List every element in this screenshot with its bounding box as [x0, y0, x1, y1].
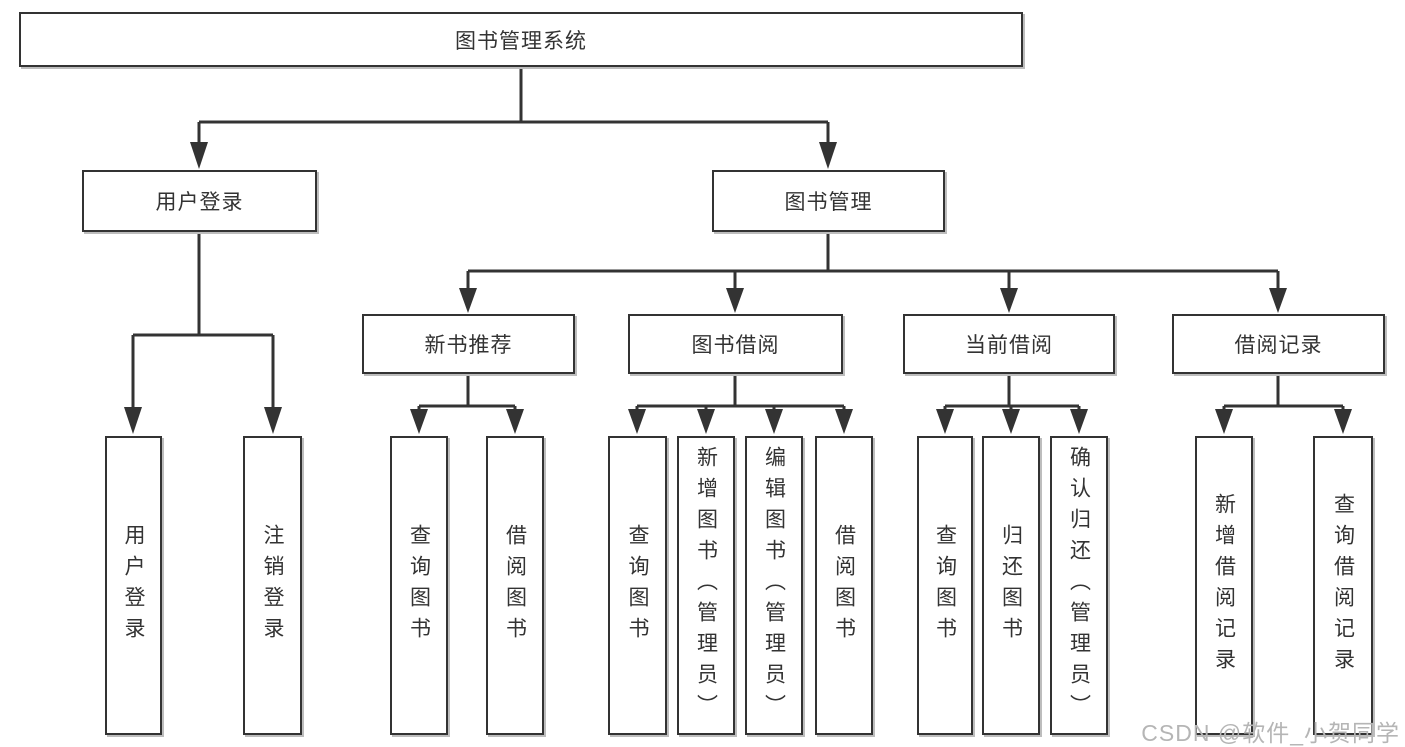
leaf-nbr-query-books: 查询图书 — [390, 436, 448, 735]
node-current-borrow: 当前借阅 — [903, 314, 1115, 374]
node-new-book-recommend: 新书推荐 — [362, 314, 575, 374]
node-book-borrow: 图书借阅 — [628, 314, 843, 374]
arrowheads-book-borrow — [628, 409, 853, 434]
node-book-management: 图书管理 — [712, 170, 945, 232]
leaf-cb-query-books: 查询图书 — [917, 436, 973, 735]
leaf-bb-query-books: 查询图书 — [608, 436, 667, 735]
arrowheads-level3 — [459, 288, 1287, 313]
csdn-watermark: CSDN @软件_小贺同学 — [1141, 720, 1400, 746]
leaf-bb-edit-books-admin: 编辑图书（管理员） — [745, 436, 803, 735]
arrowheads-borrow-records — [1215, 409, 1352, 434]
leaf-cb-return-books: 归还图书 — [982, 436, 1040, 735]
node-borrow-records: 借阅记录 — [1172, 314, 1385, 374]
leaf-bb-add-books-admin: 新增图书（管理员） — [677, 436, 735, 735]
leaf-logout: 注销登录 — [243, 436, 302, 735]
node-user-login: 用户登录 — [82, 170, 317, 232]
leaf-nbr-borrow-books: 借阅图书 — [486, 436, 544, 735]
leaf-bb-borrow-books: 借阅图书 — [815, 436, 873, 735]
leaf-cb-confirm-return-admin: 确认归还（管理员） — [1050, 436, 1108, 735]
arrowheads-level2 — [190, 142, 837, 169]
leaf-user-login: 用户登录 — [105, 436, 162, 735]
leaf-br-add-record: 新增借阅记录 — [1195, 436, 1253, 735]
arrowheads-user-login — [124, 407, 282, 434]
node-root: 图书管理系统 — [19, 12, 1023, 67]
arrowheads-new-book-recommend — [410, 409, 524, 434]
arrowheads-current-borrow — [936, 409, 1088, 434]
leaf-br-query-record: 查询借阅记录 — [1313, 436, 1373, 735]
